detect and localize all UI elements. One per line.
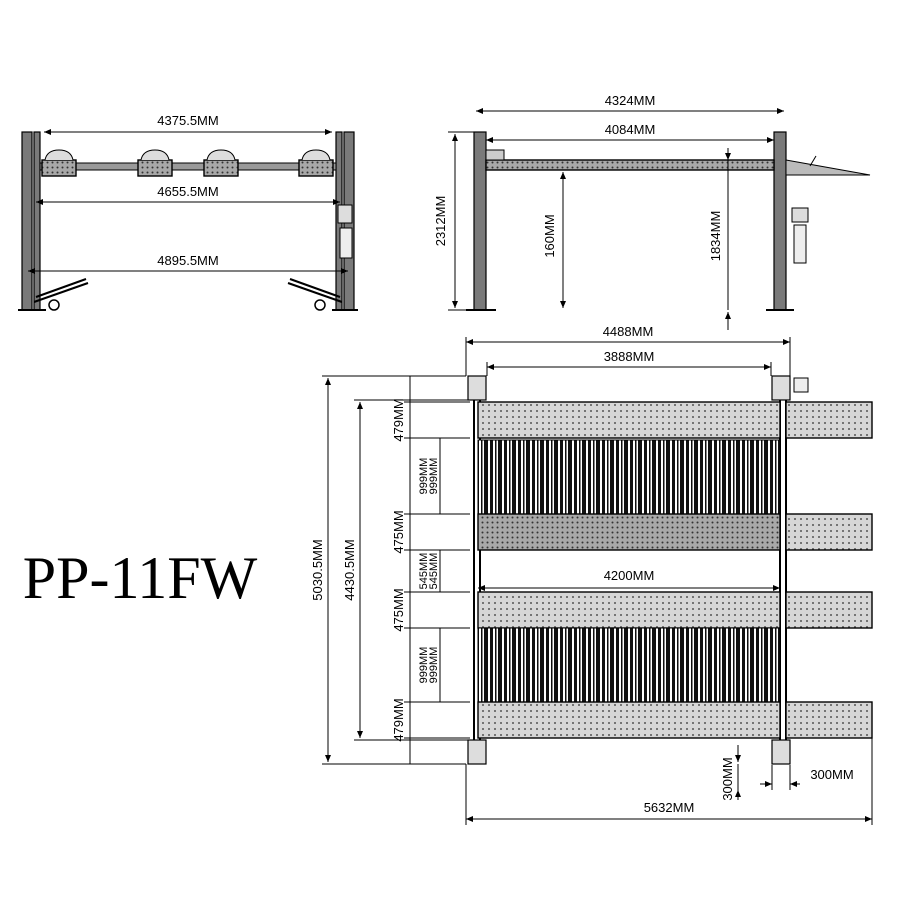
top-dim-inner-width: 3888MM [604,349,655,364]
front-runway-3 [203,159,239,177]
top-dim-seg-2: 999MM [418,458,430,495]
top-runway-3 [477,591,781,629]
top-dim-seg-6: 545MM [428,553,440,590]
top-dim-total-depth: 5030.5MM [310,539,325,600]
side-power-unit [791,207,809,223]
top-dim-seg-5: 545MM [418,553,430,590]
top-ramp-2 [785,513,873,551]
top-dim-seg-1: 479MM [391,398,406,441]
front-runway-2 [137,159,173,177]
front-runway-4 [298,159,334,177]
front-left-wheel-icon [48,299,60,311]
top-dim-seg-3: 999MM [428,458,440,495]
front-runway-1 [41,159,77,177]
side-right-post [773,131,787,311]
top-grating-2 [477,627,781,703]
side-view: 4324MM 4084MM 2312MM 160MM 1834MM [433,93,871,330]
top-dim-seg-8: 999MM [418,647,430,684]
front-left-post [21,131,33,311]
top-ramp-4 [785,701,873,739]
top-post-tl [467,375,487,401]
top-view: 4200MM 4488MM 3888MM 5632MM 300MM 300MM [310,324,873,825]
top-ramp-3 [785,591,873,629]
front-power-unit [337,204,353,224]
top-post-bl [467,739,487,765]
top-dim-seg-9: 999MM [428,647,440,684]
top-power-unit [793,377,809,393]
top-dim-seg-7: 475MM [391,588,406,631]
side-ramp [785,159,871,176]
front-dim-top: 4375.5MM [157,113,218,128]
top-post-tr [771,375,791,401]
top-ramp-1 [785,401,873,439]
top-runway-4 [477,701,781,739]
front-right-wheel-icon [314,299,326,311]
top-dim-inner-depth: 4430.5MM [342,539,357,600]
front-view: 4375.5MM 4655.5MM 4895.5MM [18,113,358,311]
side-dim-height: 2312MM [433,196,448,247]
top-dim-total-length: 5632MM [644,800,695,815]
side-dim-lift: 1834MM [708,211,723,262]
top-dim-post-offset-h: 300MM [810,767,853,782]
front-cross-beam [39,162,337,171]
top-dim-runway-length: 4200MM [604,568,655,583]
front-dim-bottom: 4895.5MM [157,253,218,268]
side-dim-inner: 4084MM [605,122,656,137]
front-left-post-inner [33,131,41,311]
front-dim-mid: 4655.5MM [157,184,218,199]
top-grating-1 [477,439,781,515]
top-dim-post-offset-v: 300MM [720,757,735,800]
top-dim-total-width: 4488MM [603,324,654,339]
top-runway-1 [477,401,781,439]
side-dim-low: 160MM [542,214,557,257]
top-dim-seg-10: 479MM [391,698,406,741]
side-dim-outer: 4324MM [605,93,656,108]
top-dim-seg-4: 475MM [391,510,406,553]
model-title: PP-11FW [23,545,258,611]
top-runway-2 [477,513,781,551]
top-post-br [771,739,791,765]
side-runway [485,159,775,171]
side-left-post [473,131,487,311]
